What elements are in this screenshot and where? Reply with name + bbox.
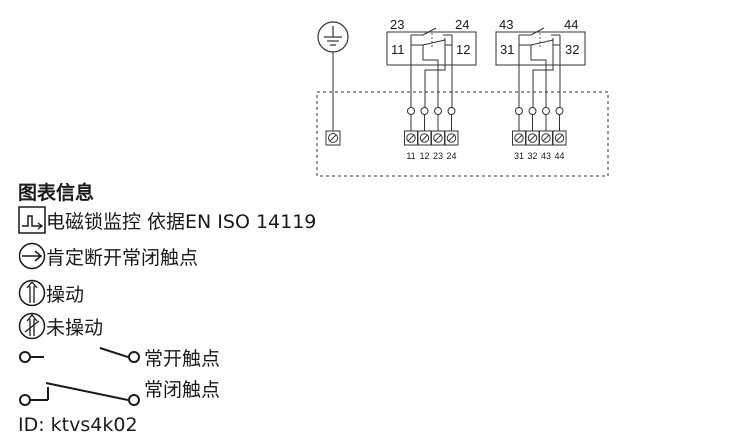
terminal-label: 12 — [419, 151, 429, 161]
legend-item-actuated: 操动 — [18, 278, 84, 308]
wire-terminal-circle — [447, 107, 456, 115]
contact-block-2: 43 44 31 32 — [495, 17, 586, 108]
terminal-label: 32 — [527, 151, 537, 161]
ground-symbol-icon — [317, 21, 349, 146]
legend-label: 常闭触点 — [144, 378, 221, 401]
legend-label: 操动 — [46, 283, 85, 306]
terminal-screw-slot — [556, 134, 563, 142]
terminal-screw-slot — [542, 134, 550, 142]
interlock-monitoring-icon — [18, 206, 46, 234]
terminal-screw-slot — [529, 134, 536, 142]
block1-label-inner-right: 12 — [456, 42, 470, 57]
block2-label-top-left: 43 — [499, 17, 513, 32]
terminal-label: 43 — [541, 151, 551, 161]
terminal-screw-icon — [527, 133, 538, 143]
contact-block-1: 23 24 11 12 — [386, 17, 477, 108]
block2-label-inner-right: 32 — [565, 42, 579, 57]
terminal-screw-icon — [514, 133, 524, 143]
terminal-screw-slot — [515, 134, 523, 142]
wire-terminal-circle — [528, 107, 537, 115]
terminal-label: 44 — [554, 151, 564, 161]
legend-label: 电磁锁监控 依据EN ISO 14119 — [46, 210, 317, 233]
terminal-label: 23 — [433, 151, 443, 161]
terminal-box — [552, 130, 567, 146]
wire-terminal-circle — [434, 107, 442, 115]
actuated-icon — [18, 279, 46, 307]
normally-open-contact-icon — [19, 347, 140, 363]
legend-item-interlock-monitoring: 电磁锁监控 依据EN ISO 14119 — [18, 205, 316, 235]
positive-break-icon — [18, 242, 46, 270]
legend-item-normally-open: 常开触点 — [18, 342, 220, 372]
block1-label-top-right: 24 — [455, 17, 469, 32]
terminal-label: 24 — [446, 151, 456, 161]
legend-item-positive-break: 肯定断开常闭触点 — [18, 241, 198, 271]
housing-outline — [316, 91, 609, 177]
normally-closed-contact-icon — [19, 382, 140, 406]
terminal-screw-slot — [421, 134, 428, 142]
terminal-label: 11 — [406, 151, 415, 161]
legend-item-normally-closed: 常闭触点 — [18, 379, 220, 410]
terminal-label: 31 — [514, 151, 524, 161]
wire-terminal-circle — [420, 107, 429, 115]
terminal-screw-icon — [446, 133, 457, 143]
terminal-screw-icon — [406, 133, 416, 143]
legend-label: 未操动 — [46, 316, 104, 339]
terminal-screw-icon — [419, 133, 430, 143]
block1-label-top-left: 23 — [390, 17, 404, 32]
legend-item-not-actuated: 未操动 — [18, 311, 103, 341]
wiring-diagram: 23 24 11 12 43 44 31 32 — [316, 17, 609, 177]
wire-terminal-circle — [542, 107, 550, 115]
terminal-screw-icon — [433, 133, 443, 143]
block1-label-inner-left: 11 — [391, 42, 405, 57]
block2-label-top-right: 44 — [564, 17, 578, 32]
not-actuated-icon — [18, 312, 46, 340]
legend-title: 图表信息 — [18, 182, 95, 204]
diagram-id: ID: ktvs4k02 — [18, 414, 138, 436]
terminal-screw-icon — [541, 133, 551, 143]
terminal-screw-slot — [407, 134, 415, 142]
block2-label-inner-left: 31 — [500, 42, 514, 57]
wire-terminal-circle — [407, 107, 415, 115]
terminal-screw-icon — [554, 133, 565, 143]
wire-terminal-circle — [515, 107, 523, 115]
legend-label: 常开触点 — [144, 347, 221, 370]
legend-label: 肯定断开常闭触点 — [46, 246, 199, 269]
terminal-screw-slot — [448, 134, 455, 142]
terminal-box — [444, 130, 459, 146]
wire-terminal-circle — [555, 107, 564, 115]
terminal-screw-slot — [434, 134, 442, 142]
